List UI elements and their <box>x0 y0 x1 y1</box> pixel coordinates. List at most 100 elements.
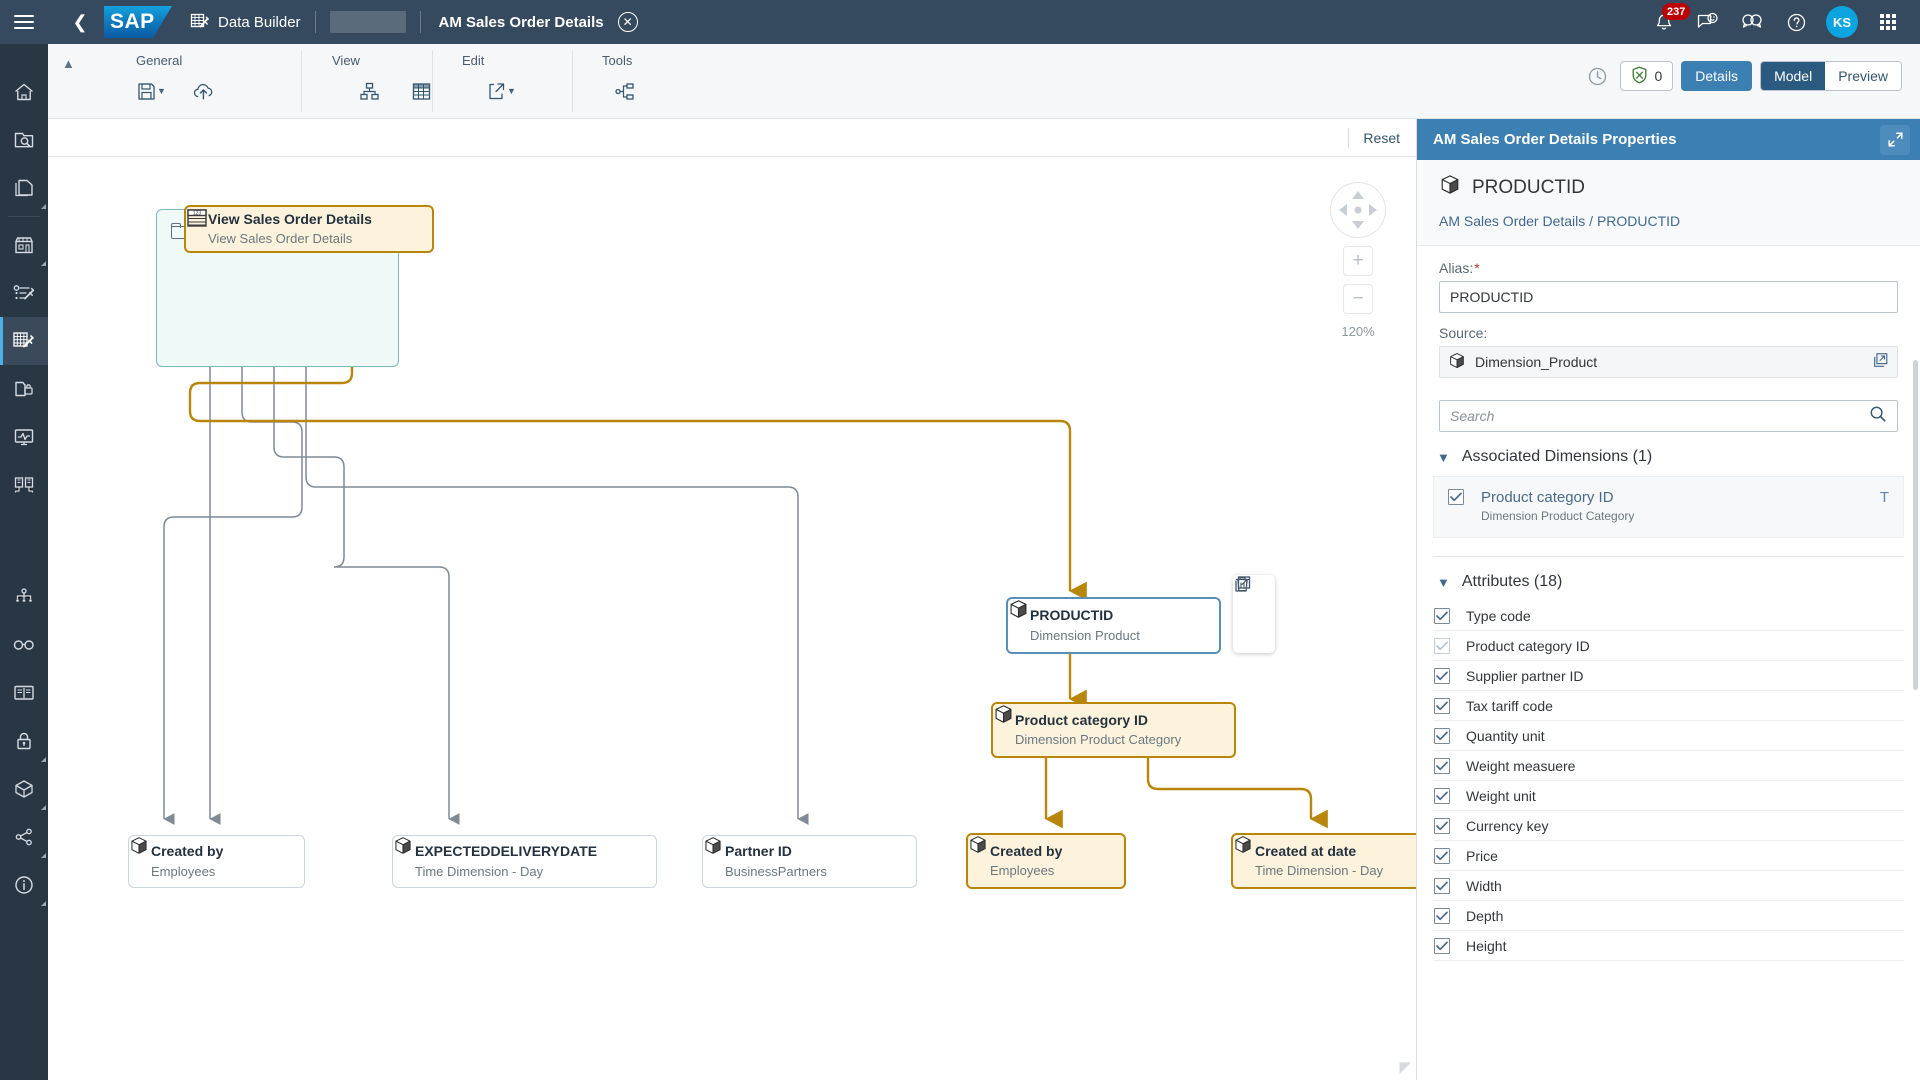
graphical-view-icon[interactable] <box>352 74 386 108</box>
breadcrumb[interactable]: AM Sales Order Details / PRODUCTID <box>1439 213 1681 229</box>
open-in-new-icon[interactable] <box>1872 352 1889 372</box>
attribute-checkbox[interactable] <box>1434 817 1450 834</box>
attribute-row[interactable]: Width <box>1433 871 1904 901</box>
history-clock-icon[interactable] <box>1582 61 1612 91</box>
bell-icon[interactable]: 237 <box>1642 0 1691 44</box>
attribute-row[interactable]: Weight measuere <box>1433 751 1904 781</box>
zoom-in-button[interactable]: + <box>1343 246 1373 276</box>
node-created-by-employees[interactable]: Created by Employees <box>128 835 305 888</box>
validation-issues-button[interactable]: 0 <box>1620 61 1674 91</box>
search-icon[interactable] <box>1869 405 1887 428</box>
attribute-label: Type code <box>1466 607 1531 624</box>
attribute-checkbox[interactable] <box>1434 607 1450 624</box>
node-view-sales-order-details[interactable]: 123 View Sales Order Details View Sales … <box>184 205 434 253</box>
delete-icon[interactable] <box>1233 577 1275 648</box>
sidebar-item-modeler[interactable] <box>0 269 48 317</box>
attribute-row[interactable]: Weight unit <box>1433 781 1904 811</box>
attribute-checkbox[interactable] <box>1434 847 1450 864</box>
feedback-icon[interactable] <box>1686 0 1730 44</box>
expand-panel-icon[interactable] <box>1880 124 1910 155</box>
chevron-up-icon[interactable]: ▲ <box>62 56 75 71</box>
back-chevron-icon[interactable]: ❮ <box>72 11 88 32</box>
chevron-down-icon[interactable]: ▼ <box>1437 574 1450 590</box>
sidebar-item-data-builder[interactable] <box>0 317 48 365</box>
grid-icon[interactable] <box>1866 0 1910 44</box>
node-subtitle: Time Dimension - Day <box>415 863 544 879</box>
reset-button[interactable]: Reset <box>1363 129 1400 146</box>
sidebar-item-business-builder[interactable] <box>0 461 48 509</box>
attribute-checkbox[interactable] <box>1434 757 1450 774</box>
attribute-checkbox[interactable] <box>1434 787 1450 804</box>
node-created-at-date[interactable]: Created at date Time Dimension - Day <box>1231 833 1416 889</box>
sidebar-item-package[interactable] <box>0 765 48 813</box>
attribute-row[interactable]: Product category ID <box>1433 631 1904 661</box>
zoom-out-button[interactable]: − <box>1343 284 1373 314</box>
attribute-checkbox[interactable] <box>1434 667 1450 684</box>
sidebar-item-info[interactable] <box>0 861 48 909</box>
share-export-icon[interactable]: ▼ <box>484 74 519 108</box>
sidebar-item-data-access-control[interactable] <box>0 365 48 413</box>
search-input[interactable]: Search <box>1439 400 1898 432</box>
dimension-cube-icon <box>1448 352 1466 373</box>
close-circle-icon[interactable]: ✕ <box>617 12 638 32</box>
attribute-row[interactable]: Price <box>1433 841 1904 871</box>
section-attributes[interactable]: ▼ Attributes (18) <box>1417 557 1920 601</box>
hamburger-icon[interactable] <box>0 0 48 44</box>
data-builder-icon <box>190 12 210 32</box>
sidebar-item-security[interactable] <box>0 717 48 765</box>
sidebar-item-book[interactable] <box>0 669 48 717</box>
dimension-checkbox[interactable] <box>1448 489 1464 505</box>
sap-logo-text: SAP <box>110 10 155 33</box>
app-name[interactable]: Data Builder <box>218 13 301 31</box>
sidebar-item-system-monitor[interactable] <box>0 413 48 461</box>
pan-control-icon[interactable] <box>1330 182 1386 238</box>
list-item-associated-dimension[interactable]: Product category ID Dimension Product Ca… <box>1433 476 1904 538</box>
tab-model[interactable]: Model <box>1761 62 1826 90</box>
attribute-row[interactable]: Tax tariff code <box>1433 691 1904 721</box>
attribute-checkbox[interactable] <box>1434 697 1450 714</box>
save-icon[interactable]: ▼ <box>134 74 169 108</box>
node-partner-id[interactable]: Partner ID BusinessPartners <box>702 835 917 888</box>
sidebar-item-marketplace[interactable] <box>0 221 48 269</box>
attribute-checkbox[interactable] <box>1434 937 1450 954</box>
attribute-checkbox[interactable] <box>1434 877 1450 894</box>
deploy-upload-icon[interactable] <box>187 74 221 108</box>
impact-lineage-icon[interactable] <box>608 74 642 108</box>
resize-corner-icon[interactable]: ◤ <box>1399 1059 1411 1076</box>
sidebar-item-share[interactable] <box>0 813 48 861</box>
attribute-checkbox[interactable] <box>1434 727 1450 744</box>
node-created-by-employees-2[interactable]: Created by Employees <box>966 833 1126 889</box>
model-canvas[interactable]: Fact Sources (1) 123 View Sales Order De… <box>48 157 1416 1080</box>
panel-scrollbar[interactable] <box>1913 160 1919 1080</box>
attribute-row[interactable]: Depth <box>1433 901 1904 931</box>
node-product-category-id[interactable]: Product category ID Dimension Product Ca… <box>991 702 1236 758</box>
alias-input[interactable]: PRODUCTID <box>1439 281 1898 313</box>
section-associated-dimensions[interactable]: ▼ Associated Dimensions (1) <box>1417 432 1920 476</box>
tab-preview[interactable]: Preview <box>1825 62 1901 90</box>
chevron-down-icon[interactable]: ▼ <box>1437 449 1450 465</box>
attribute-row[interactable]: Height <box>1433 931 1904 961</box>
sidebar-item-glasses[interactable] <box>0 621 48 669</box>
sidebar-item-home[interactable] <box>0 68 48 116</box>
attribute-row[interactable]: Type code <box>1433 601 1904 631</box>
sidebar-item-data-sharing[interactable] <box>0 573 48 621</box>
sidebar-item-repository[interactable] <box>0 164 48 212</box>
details-button[interactable]: Details <box>1681 61 1753 91</box>
table-view-icon[interactable] <box>404 74 438 108</box>
sidebar-item-catalog-search[interactable] <box>0 116 48 164</box>
attribute-checkbox[interactable] <box>1434 907 1450 924</box>
node-expecteddeliverydate[interactable]: EXPECTEDDELIVERYDATE Time Dimension - Da… <box>392 835 657 888</box>
attribute-row[interactable]: Currency key <box>1433 811 1904 841</box>
discussion-icon[interactable] <box>1730 0 1774 44</box>
attribute-row[interactable]: Supplier partner ID <box>1433 661 1904 691</box>
source-label: Source: <box>1439 325 1488 341</box>
chevron-down-icon[interactable]: ▼ <box>157 86 166 96</box>
node-productid[interactable]: PRODUCTID Dimension Product <box>1006 597 1221 654</box>
scrollbar-thumb[interactable] <box>1913 360 1918 690</box>
document-title: AM Sales Order Details <box>438 13 604 31</box>
attribute-row[interactable]: Quantity unit <box>1433 721 1904 751</box>
chevron-down-icon[interactable]: ▼ <box>507 86 516 96</box>
avatar[interactable]: KS <box>1826 6 1858 38</box>
sap-logo[interactable]: SAP <box>104 6 172 38</box>
help-icon[interactable] <box>1774 0 1818 44</box>
